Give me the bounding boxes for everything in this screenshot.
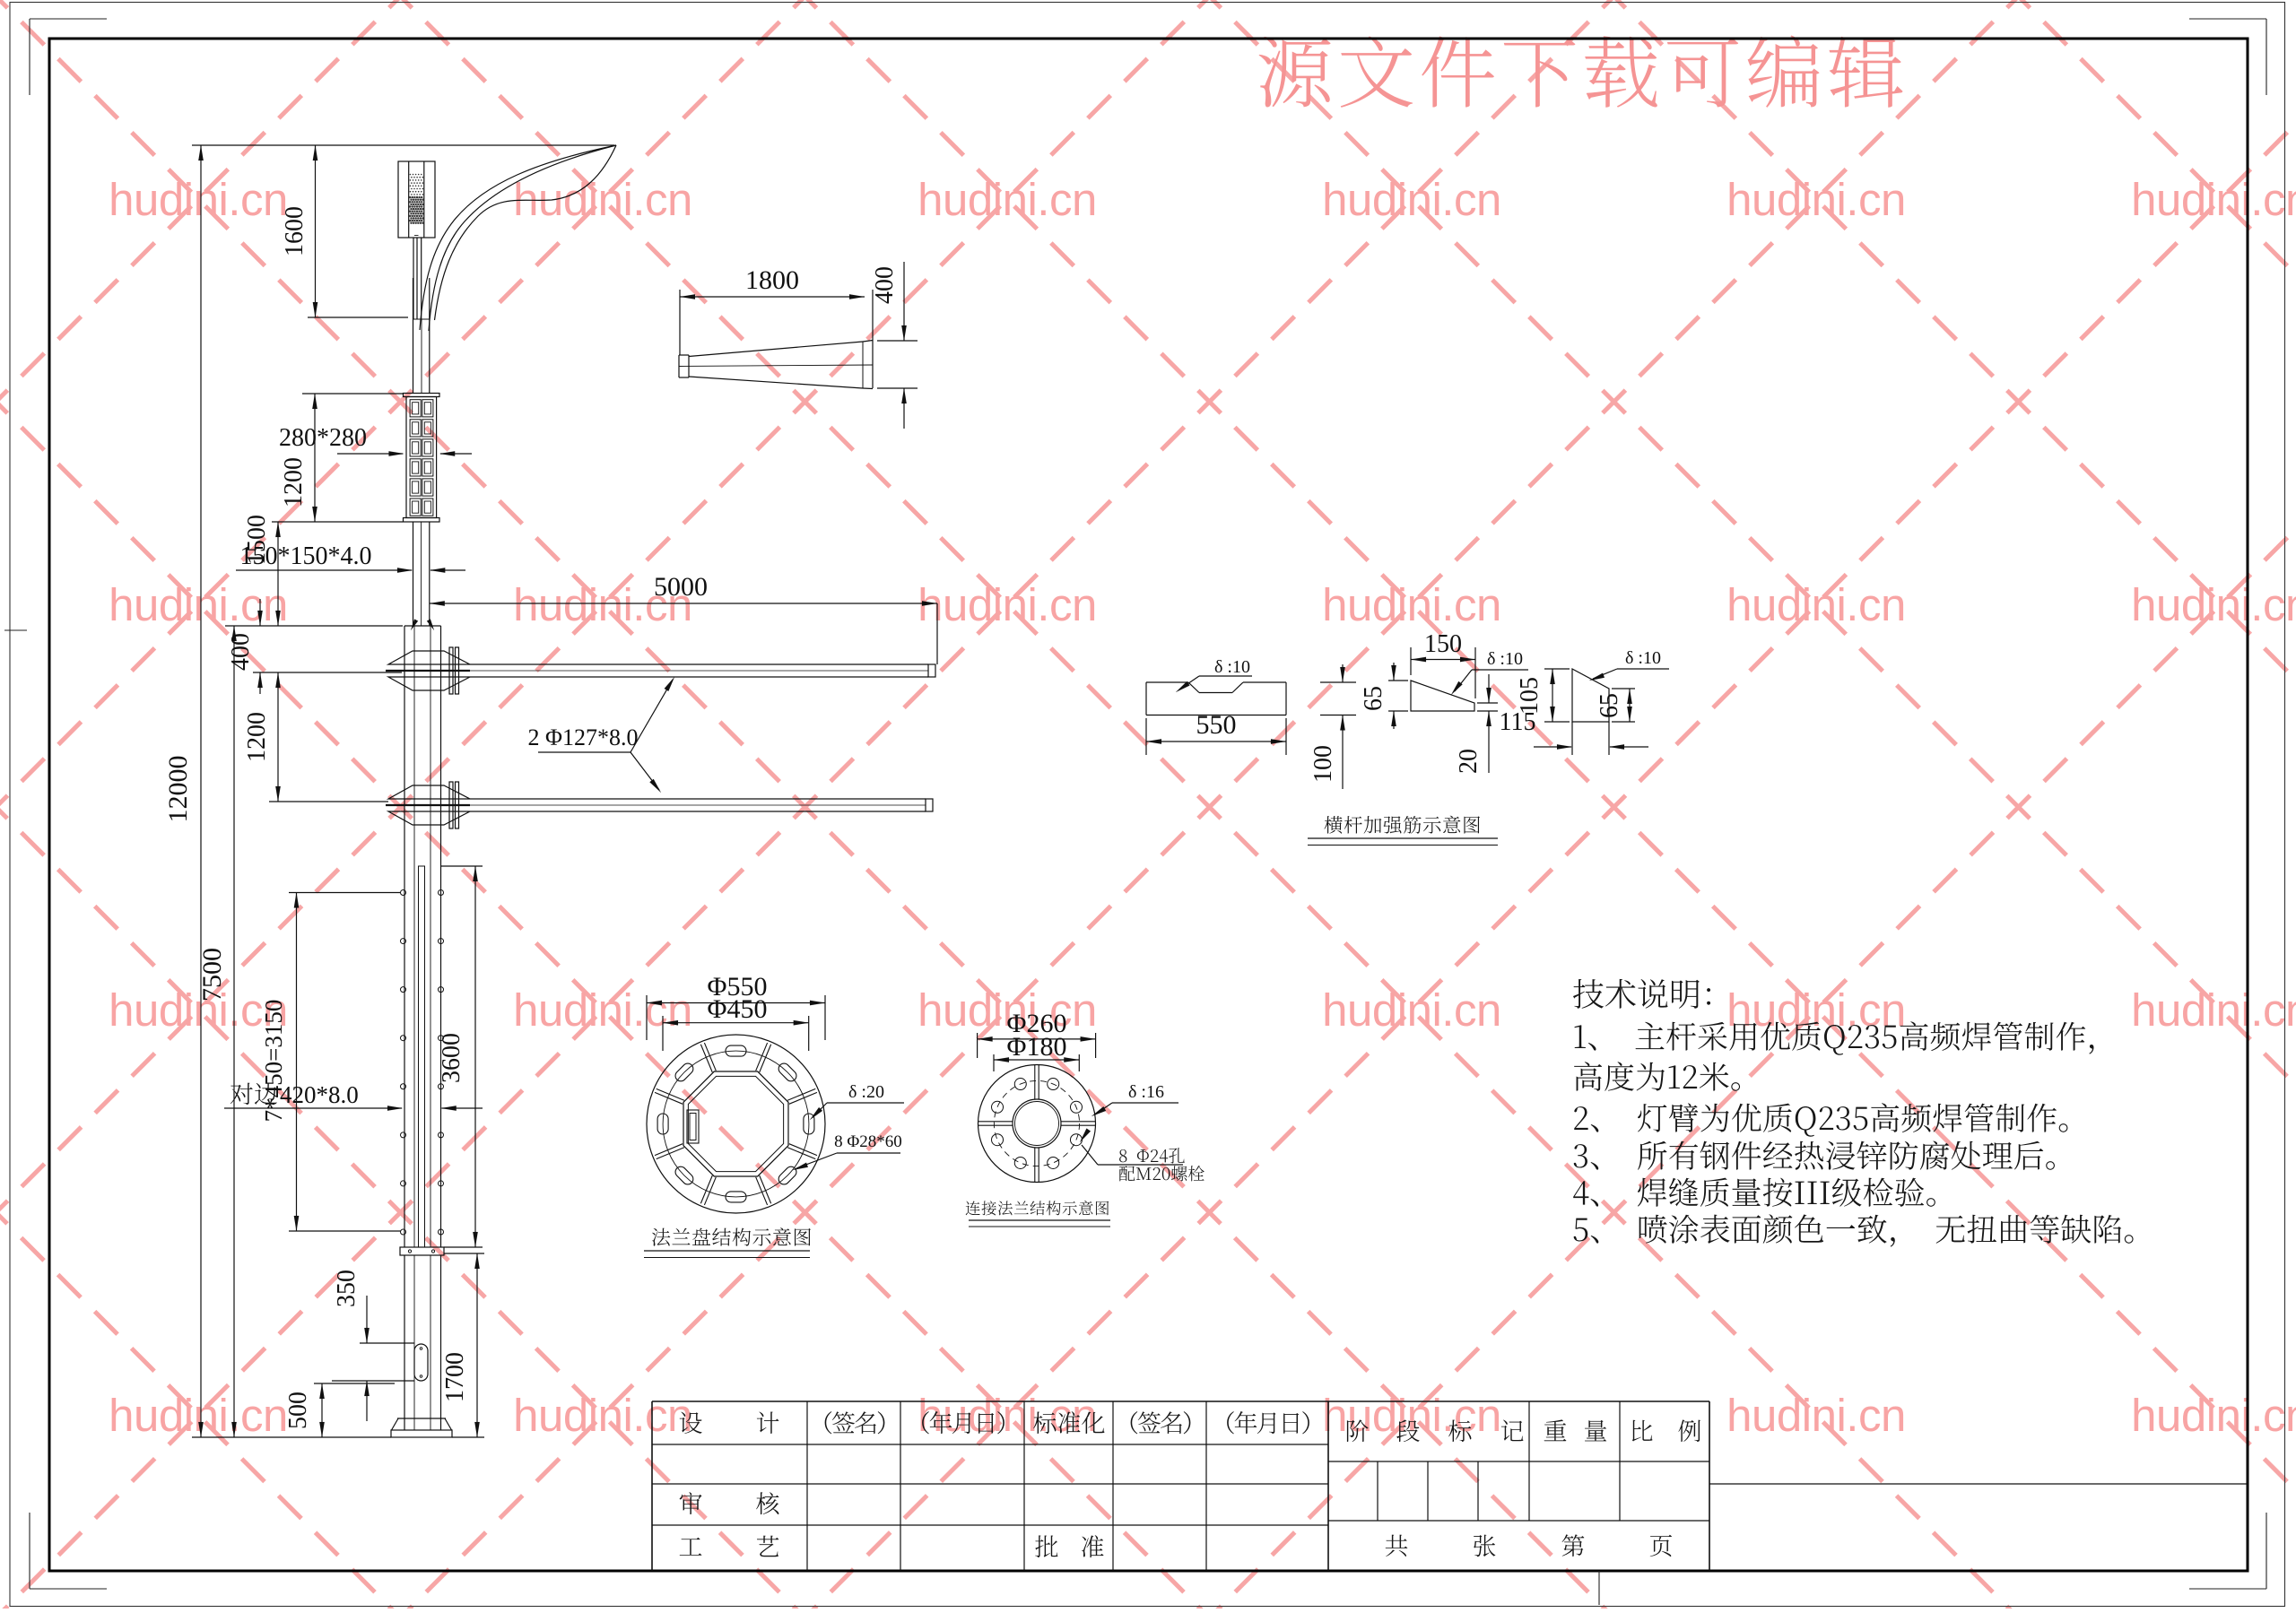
svg-text:hudini.cn: hudini.cn bbox=[2131, 579, 2296, 630]
svg-text:Φ260: Φ260 bbox=[1007, 1009, 1067, 1038]
svg-text:hudini.cn: hudini.cn bbox=[918, 984, 1097, 1036]
svg-text:400: 400 bbox=[871, 266, 899, 304]
svg-text:350: 350 bbox=[333, 1270, 361, 1307]
svg-text:hudini.cn: hudini.cn bbox=[513, 1390, 692, 1441]
svg-text:65: 65 bbox=[1596, 693, 1623, 718]
svg-text:hudini.cn: hudini.cn bbox=[1726, 174, 1906, 225]
svg-text:δ :10: δ :10 bbox=[1625, 648, 1661, 668]
svg-text:7*450=3150: 7*450=3150 bbox=[260, 1000, 287, 1123]
svg-text:1200: 1200 bbox=[243, 712, 271, 762]
svg-text:2 Φ127*8.0: 2 Φ127*8.0 bbox=[527, 724, 638, 750]
svg-text:150: 150 bbox=[1424, 630, 1462, 658]
svg-text:hudini.cn: hudini.cn bbox=[109, 579, 288, 630]
svg-text:420*8.0: 420*8.0 bbox=[280, 1081, 359, 1108]
svg-text:hudini.cn: hudini.cn bbox=[109, 174, 288, 225]
svg-text:hudini.cn: hudini.cn bbox=[109, 1390, 288, 1441]
svg-text:3600: 3600 bbox=[438, 1033, 465, 1083]
svg-text:550: 550 bbox=[1196, 710, 1237, 740]
svg-text:δ :10: δ :10 bbox=[1487, 649, 1523, 669]
svg-text:hudini.cn: hudini.cn bbox=[109, 984, 288, 1036]
svg-text:1700: 1700 bbox=[441, 1352, 469, 1402]
svg-text:8 Φ28*60: 8 Φ28*60 bbox=[834, 1132, 902, 1151]
svg-text:Φ180: Φ180 bbox=[1007, 1032, 1067, 1062]
svg-text:5000: 5000 bbox=[654, 572, 708, 602]
svg-text:1500: 1500 bbox=[243, 515, 271, 565]
svg-text:hudini.cn: hudini.cn bbox=[513, 579, 692, 630]
svg-text:hudini.cn: hudini.cn bbox=[918, 579, 1097, 630]
svg-text:hudini.cn: hudini.cn bbox=[513, 174, 692, 225]
svg-text:hudini.cn: hudini.cn bbox=[513, 984, 692, 1036]
svg-text:115: 115 bbox=[1500, 708, 1536, 736]
svg-text:hudini.cn: hudini.cn bbox=[918, 174, 1097, 225]
svg-text:hudini.cn: hudini.cn bbox=[1322, 1390, 1501, 1441]
svg-text:1800: 1800 bbox=[745, 265, 799, 295]
svg-text:150*150*4.0: 150*150*4.0 bbox=[240, 542, 372, 570]
svg-text:hudini.cn: hudini.cn bbox=[1322, 984, 1501, 1036]
svg-text:δ :20: δ :20 bbox=[848, 1082, 884, 1102]
svg-text:hudini.cn: hudini.cn bbox=[1322, 579, 1501, 630]
svg-text:100: 100 bbox=[1309, 745, 1337, 783]
svg-text:400: 400 bbox=[227, 633, 255, 671]
svg-text:1200: 1200 bbox=[280, 457, 308, 507]
svg-text:hudini.cn: hudini.cn bbox=[2131, 1390, 2296, 1441]
svg-text:280*280: 280*280 bbox=[279, 424, 367, 452]
svg-text:20: 20 bbox=[1455, 749, 1483, 774]
svg-text:δ :10: δ :10 bbox=[1214, 657, 1250, 677]
svg-text:7500: 7500 bbox=[197, 948, 227, 1002]
svg-text:105: 105 bbox=[1516, 677, 1544, 715]
svg-text:hudini.cn: hudini.cn bbox=[2131, 174, 2296, 225]
svg-text:65: 65 bbox=[1360, 686, 1387, 711]
svg-text:500: 500 bbox=[284, 1392, 312, 1429]
svg-text:Φ450: Φ450 bbox=[708, 994, 768, 1024]
svg-text:1600: 1600 bbox=[281, 206, 309, 256]
svg-text:12000: 12000 bbox=[163, 756, 193, 823]
svg-text:hudini.cn: hudini.cn bbox=[1322, 174, 1501, 225]
svg-text:hudini.cn: hudini.cn bbox=[1726, 579, 1906, 630]
svg-text:δ :16: δ :16 bbox=[1128, 1082, 1164, 1102]
svg-text:Φ550: Φ550 bbox=[708, 972, 768, 1002]
svg-text:hudini.cn: hudini.cn bbox=[1726, 1390, 1906, 1441]
svg-text:hudini.cn: hudini.cn bbox=[2131, 984, 2296, 1036]
